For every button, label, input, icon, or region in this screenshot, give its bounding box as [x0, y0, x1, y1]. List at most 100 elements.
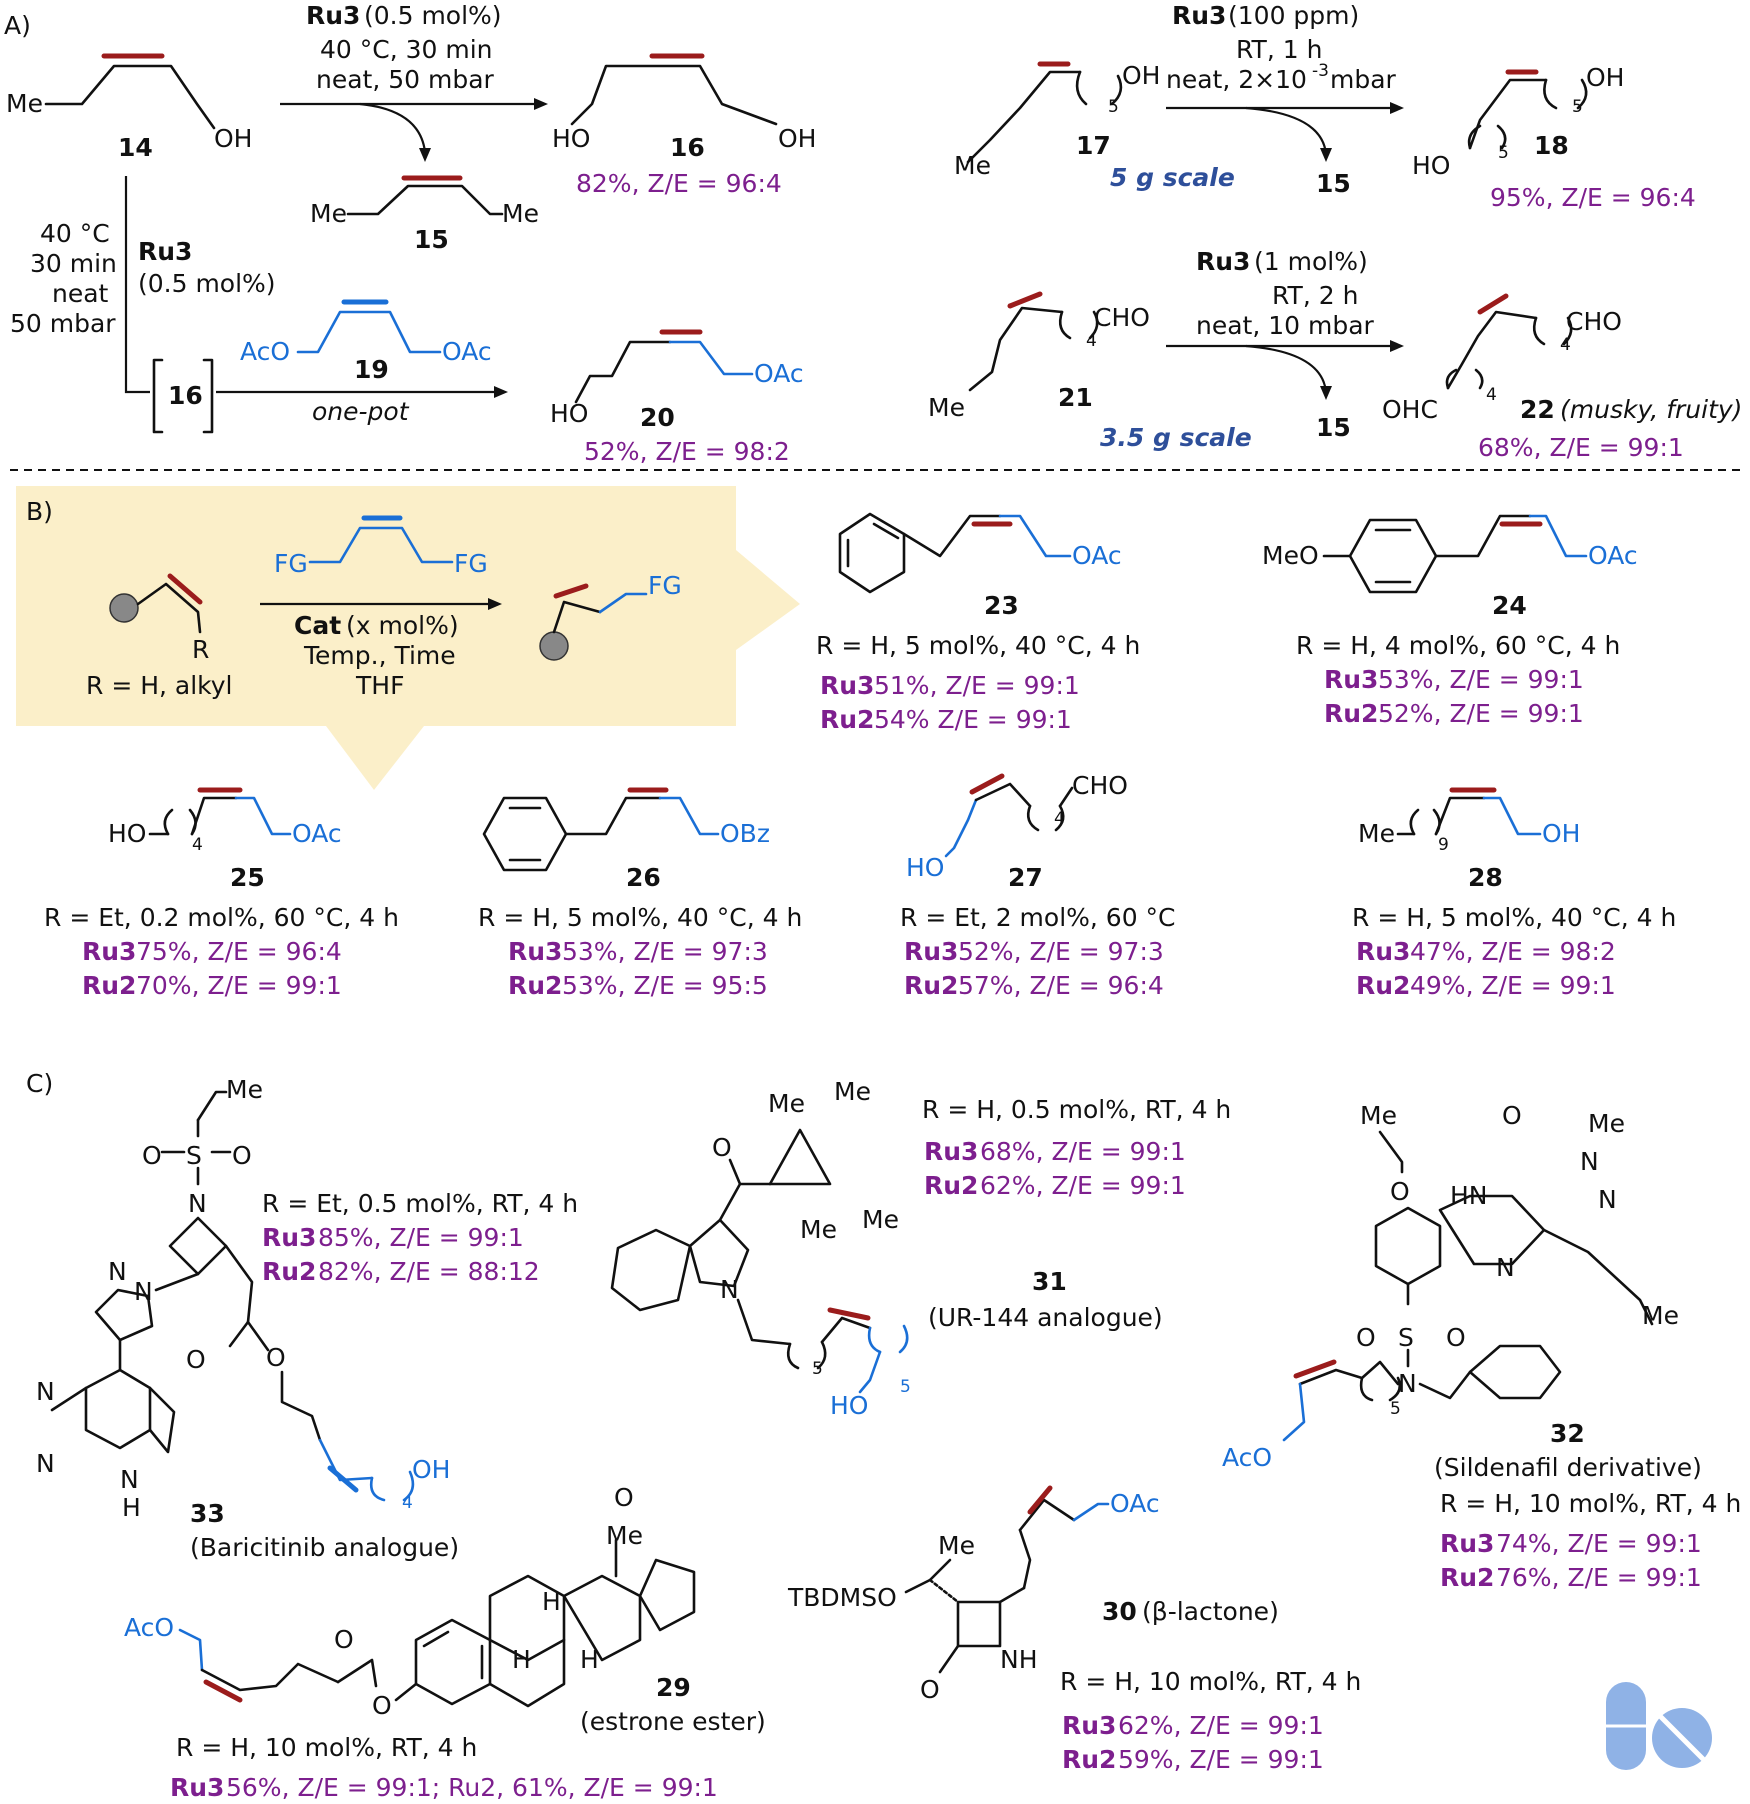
- svg-text:AcO: AcO: [124, 1613, 174, 1642]
- svg-text:5: 5: [1390, 1399, 1401, 1419]
- svg-text:O: O: [614, 1483, 634, 1512]
- compound-30-label: 30: [1102, 1597, 1137, 1626]
- svg-text:(0.5 mol%): (0.5 mol%): [138, 269, 276, 298]
- svg-text:Ru3: Ru3: [904, 937, 958, 966]
- reaction-1-conditions: Ru3 (0.5 mol%) 40 °C, 30 min neat, 50 mb…: [306, 1, 502, 94]
- svg-text:FG: FG: [454, 549, 488, 578]
- svg-text:OH: OH: [1542, 819, 1580, 848]
- svg-text:Ru2: Ru2: [1062, 1745, 1116, 1774]
- svg-text:N: N: [1398, 1369, 1417, 1398]
- svg-text:Ru2: Ru2: [904, 971, 958, 1000]
- reaction-4-yield: 68%, Z/E = 99:1: [1478, 433, 1684, 462]
- svg-text:OAc: OAc: [1072, 541, 1122, 570]
- compound-33-conditions: R = Et, 0.5 mol%, RT, 4 h: [262, 1189, 578, 1218]
- compound-33-ru3-yield: 85%, Z/E = 99:1: [318, 1223, 524, 1252]
- compound-16-structure: HO OH: [552, 53, 816, 153]
- svg-text:NH: NH: [1000, 1645, 1038, 1674]
- general-reagent: FG FG: [274, 515, 488, 578]
- svg-text:Ru2: Ru2: [1356, 971, 1410, 1000]
- compound-26-ru2-yield: 53%, Z/E = 95:5: [562, 971, 768, 1000]
- reaction-2-conditions: Ru3 (100 ppm) RT, 1 h neat, 2×10 -3 mbar: [1166, 1, 1397, 94]
- svg-text:Ru2: Ru2: [508, 971, 562, 1000]
- panel-c-label: C): [26, 1069, 53, 1098]
- svg-text:Ru2: Ru2: [262, 1257, 316, 1286]
- svg-text:4: 4: [1486, 385, 1497, 405]
- svg-text:O: O: [920, 1675, 940, 1704]
- svg-text:N: N: [120, 1465, 139, 1494]
- compound-21-structure: CHO 4 Me: [928, 291, 1150, 422]
- compound-31-name: (UR-144 analogue): [928, 1303, 1163, 1332]
- svg-text:O: O: [1356, 1323, 1376, 1352]
- svg-text:neat, 10 mbar: neat, 10 mbar: [1196, 311, 1375, 340]
- compound-18-label: 18: [1534, 131, 1569, 160]
- compound-28-structure: Me 9 OH: [1358, 787, 1580, 855]
- svg-text:5: 5: [1108, 97, 1119, 117]
- compound-24-label: 24: [1492, 591, 1527, 620]
- svg-text:4: 4: [192, 835, 203, 855]
- svg-text:Me: Me: [862, 1205, 899, 1234]
- svg-text:N: N: [108, 1257, 127, 1286]
- compound-18-structure: OH 5 HO 5: [1412, 63, 1624, 180]
- svg-text:5: 5: [812, 1359, 823, 1379]
- svg-text:O: O: [186, 1345, 206, 1374]
- compound-29-conditions: R = H, 10 mol%, RT, 4 h: [176, 1733, 477, 1762]
- svg-text:-3: -3: [1312, 61, 1329, 81]
- svg-text:5: 5: [1572, 97, 1583, 117]
- svg-text:OH: OH: [1122, 61, 1160, 90]
- compound-17-label: 17: [1076, 131, 1111, 160]
- svg-text:S: S: [1398, 1323, 1414, 1352]
- compound-17-structure: OH 5 Me: [954, 61, 1160, 180]
- svg-text:OHC: OHC: [1382, 395, 1438, 424]
- svg-text:OAc: OAc: [1588, 541, 1638, 570]
- svg-text:H: H: [122, 1493, 141, 1522]
- compound-23-ru3-yield: 51%, Z/E = 99:1: [874, 671, 1080, 700]
- svg-text:(1 mol%): (1 mol%): [1254, 247, 1368, 276]
- svg-text:Me: Me: [310, 199, 347, 228]
- svg-text:Ru3: Ru3: [508, 937, 562, 966]
- svg-text:O: O: [1502, 1101, 1522, 1130]
- svg-text:Ru3: Ru3: [820, 671, 874, 700]
- svg-text:AcO: AcO: [1222, 1443, 1272, 1472]
- svg-text:OAc: OAc: [442, 337, 492, 366]
- compound-29-structure: AcO O O Me O H H H: [124, 1483, 696, 1720]
- compound-24-conditions: R = H, 4 mol%, 60 °C, 4 h: [1296, 631, 1620, 660]
- compound-29-name: (estrone ester): [580, 1707, 766, 1736]
- reaction-4-byproduct-arrow: [1245, 344, 1328, 393]
- reaction-3-yield: 52%, Z/E = 98:2: [584, 437, 790, 466]
- compound-28-conditions: R = H, 5 mol%, 40 °C, 4 h: [1352, 903, 1676, 932]
- svg-text:OBz: OBz: [720, 819, 770, 848]
- svg-text:OH: OH: [412, 1455, 450, 1484]
- svg-text:9: 9: [1438, 835, 1449, 855]
- svg-text:H: H: [512, 1645, 531, 1674]
- reaction-2-byproduct-arrow: [1245, 106, 1328, 155]
- reaction-4-conditions: Ru3 (1 mol%) RT, 2 h neat, 10 mbar: [1196, 247, 1375, 340]
- svg-text:O: O: [142, 1141, 162, 1170]
- svg-text:Ru3: Ru3: [1196, 247, 1250, 276]
- svg-text:Ru3: Ru3: [1172, 1, 1226, 30]
- svg-text:AcO: AcO: [240, 337, 290, 366]
- svg-text:RT, 1 h: RT, 1 h: [1236, 35, 1322, 64]
- svg-text:O: O: [1390, 1177, 1410, 1206]
- svg-text:Me: Me: [1642, 1301, 1679, 1330]
- reaction-3-conditions: 40 °C 30 min neat 50 mbar Ru3 (0.5 mol%): [10, 219, 276, 338]
- svg-text:5: 5: [900, 1377, 911, 1397]
- svg-text:OAc: OAc: [1110, 1489, 1160, 1518]
- svg-text:Ru2: Ru2: [1440, 1563, 1494, 1592]
- compound-33-structure: Me S O O N N N N N N H O O OH 4: [36, 1075, 450, 1522]
- panel-a-label: A): [4, 11, 31, 40]
- compound-28-ru2-yield: 49%, Z/E = 99:1: [1410, 971, 1616, 1000]
- reaction-1-yield: 82%, Z/E = 96:4: [576, 169, 782, 198]
- svg-text:OAc: OAc: [292, 819, 342, 848]
- compound-25-structure: HO 4 OAc: [108, 787, 342, 855]
- svg-text:40 °C: 40 °C: [40, 219, 110, 248]
- compound-14-label: 14: [118, 133, 153, 162]
- svg-text:O: O: [712, 1133, 732, 1162]
- bracket-16: 16: [152, 358, 214, 434]
- svg-text:CHO: CHO: [1072, 771, 1128, 800]
- svg-text:FG: FG: [274, 549, 308, 578]
- svg-text:Me: Me: [928, 393, 965, 422]
- compound-30-structure: Me TBDMSO OAc NH O: [787, 1485, 1160, 1704]
- compound-32-ru2-yield: 76%, Z/E = 99:1: [1496, 1563, 1702, 1592]
- compound-28-label: 28: [1468, 863, 1503, 892]
- compound-27-structure: CHO 4 HO: [906, 771, 1128, 882]
